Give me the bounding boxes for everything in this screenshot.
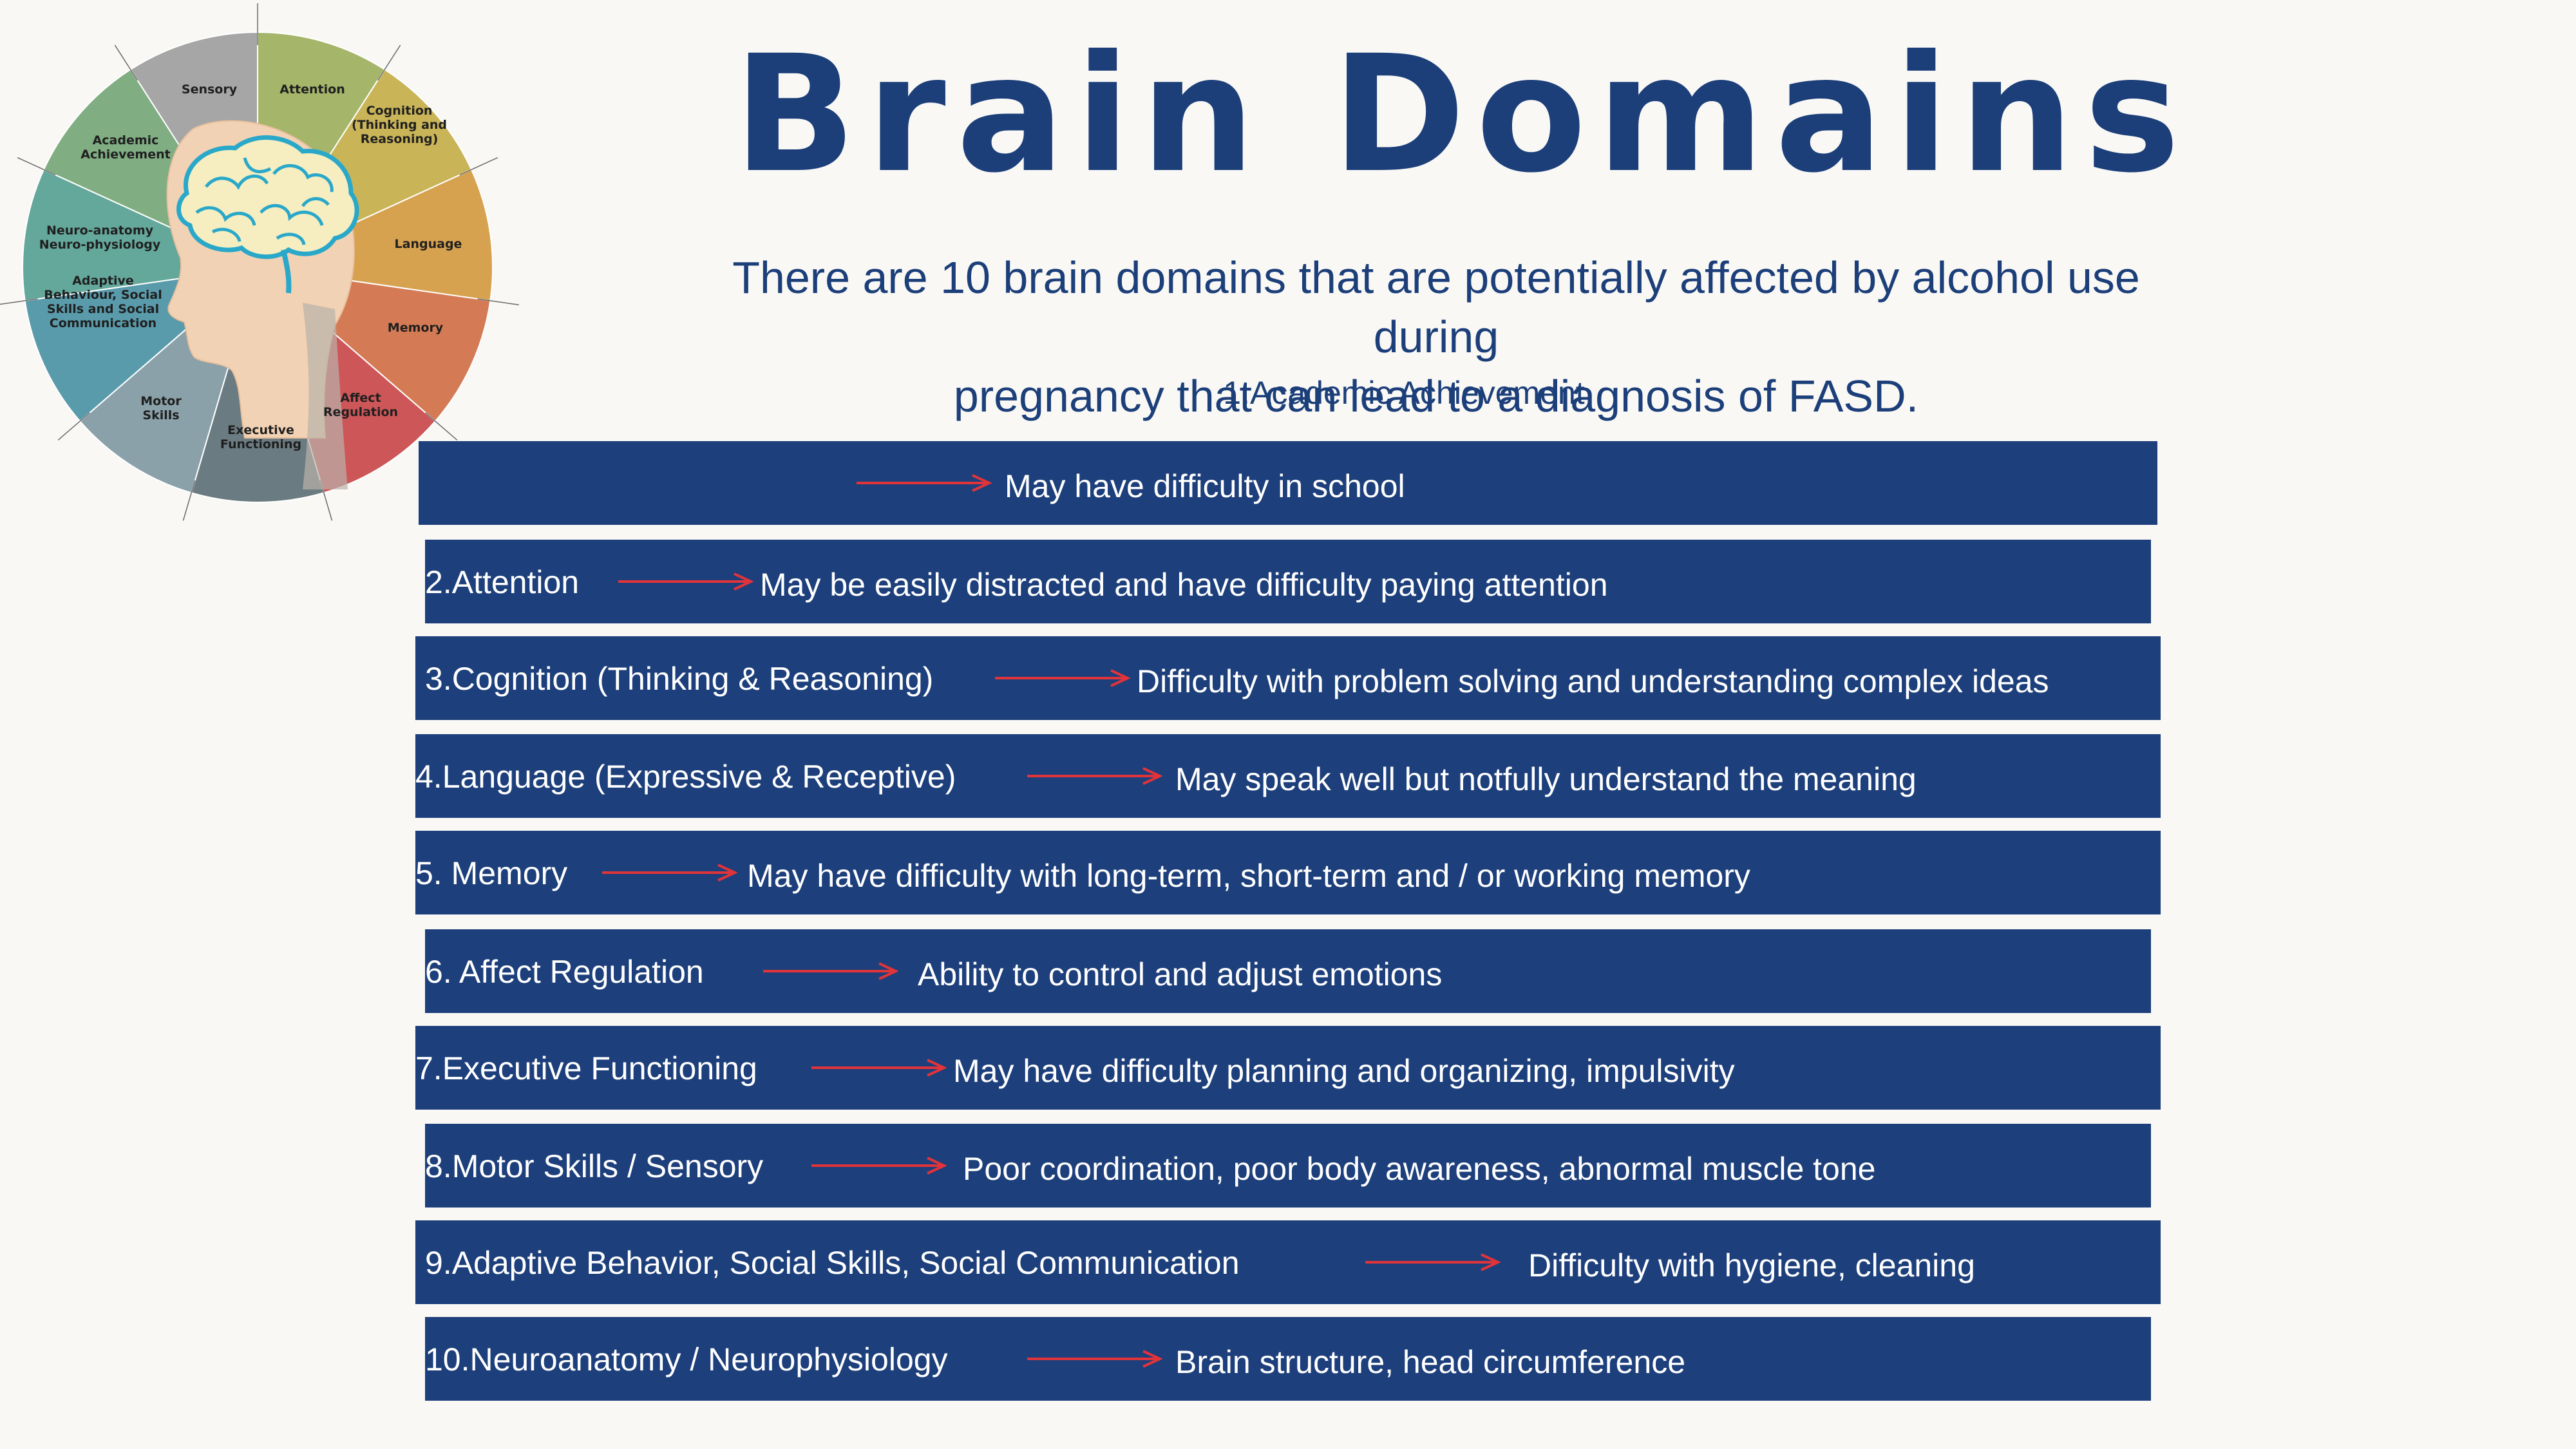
right-arrow-icon	[618, 573, 753, 591]
domain-row: 4.Language (Expressive & Receptive) May s…	[415, 734, 2161, 818]
right-arrow-icon	[857, 474, 992, 492]
brain-icon	[176, 135, 359, 294]
right-arrow-icon	[811, 1059, 947, 1077]
right-arrow-icon	[1027, 1350, 1162, 1368]
domain-row: 8.Motor Skills / Sensory Poor coordinatio…	[425, 1124, 2151, 1208]
wheel-segment-label: Attention	[279, 82, 345, 97]
right-arrow-icon	[1365, 1253, 1501, 1271]
domain-label: 8.Motor Skills / Sensory	[425, 1148, 764, 1184]
domain-row: 10.Neuroanatomy / Neurophysiology Brain s…	[425, 1317, 2151, 1401]
domain-row: May have difficulty in school	[419, 441, 2157, 525]
wheel-spoke	[459, 156, 498, 176]
domain-row: 9.Adaptive Behavior, Social Skills, Soci…	[415, 1220, 2161, 1304]
right-arrow-icon	[1027, 767, 1162, 785]
right-arrow-icon	[763, 962, 898, 980]
page-subtitle: There are 10 brain domains that are pote…	[670, 248, 2202, 426]
page-title: Brain Domains	[733, 21, 2191, 208]
wheel-spoke	[477, 298, 519, 306]
wheel-spoke	[425, 412, 458, 441]
domain-description: May have difficulty in school	[1005, 468, 1405, 504]
first-domain-label: 1.Academic Achievement	[1223, 375, 1585, 411]
domain-row: 3.Cognition (Thinking & Reasoning) Diffic…	[415, 636, 2161, 720]
right-arrow-icon	[602, 864, 737, 882]
wheel-spoke	[377, 44, 401, 81]
domain-row: 6. Affect Regulation Ability to control a…	[425, 929, 2151, 1013]
wheel-segment-label: Memory	[388, 321, 444, 335]
wheel-segment-label: Language	[395, 237, 462, 251]
wheel-spoke	[114, 44, 138, 81]
domain-label: 9.Adaptive Behavior, Social Skills, Soci…	[425, 1245, 1240, 1281]
domain-label: 2.Attention	[425, 564, 580, 600]
domain-label: 4.Language (Expressive & Receptive)	[415, 759, 956, 795]
right-arrow-icon	[995, 669, 1130, 687]
domain-description: May have difficulty planning and organiz…	[953, 1053, 1735, 1089]
domain-description: Difficulty with hygiene, cleaning	[1528, 1247, 1975, 1283]
domain-description: May have difficulty with long-term, shor…	[747, 858, 1750, 894]
domain-label: 3.Cognition (Thinking & Reasoning)	[425, 661, 934, 697]
domain-description: Difficulty with problem solving and unde…	[1137, 663, 2049, 699]
domain-description: Brain structure, head circumference	[1175, 1344, 1686, 1380]
wheel-spoke	[57, 412, 90, 441]
domain-label: 5. Memory	[415, 855, 568, 891]
domain-row: 2.Attention May be easily distracted and …	[425, 540, 2151, 623]
domain-description: May speak well but notfully understand t…	[1175, 761, 1917, 797]
wheel-spoke	[182, 480, 196, 521]
wheel-segment-label: Sensory	[182, 82, 238, 97]
right-arrow-icon	[811, 1157, 947, 1175]
domain-row: 5. Memory May have difficulty with long-t…	[415, 831, 2161, 914]
domain-description: Ability to control and adjust emotions	[918, 956, 1443, 992]
domain-description: Poor coordination, poor body awareness, …	[963, 1151, 1876, 1187]
domain-label: 10.Neuroanatomy / Neurophysiology	[425, 1341, 948, 1378]
domain-row: 7.Executive Functioning May have difficul…	[415, 1026, 2161, 1110]
wheel-spoke	[17, 156, 56, 176]
domain-description: May be easily distracted and have diffic…	[760, 567, 1608, 603]
domain-label: 7.Executive Functioning	[415, 1050, 757, 1086]
wheel-spoke	[0, 298, 38, 305]
subtitle-line-2: pregnancy that can lead to a diagnosis o…	[953, 371, 1919, 421]
subtitle-line-1: There are 10 brain domains that are pote…	[732, 252, 2140, 362]
domain-label: 6. Affect Regulation	[425, 954, 704, 990]
